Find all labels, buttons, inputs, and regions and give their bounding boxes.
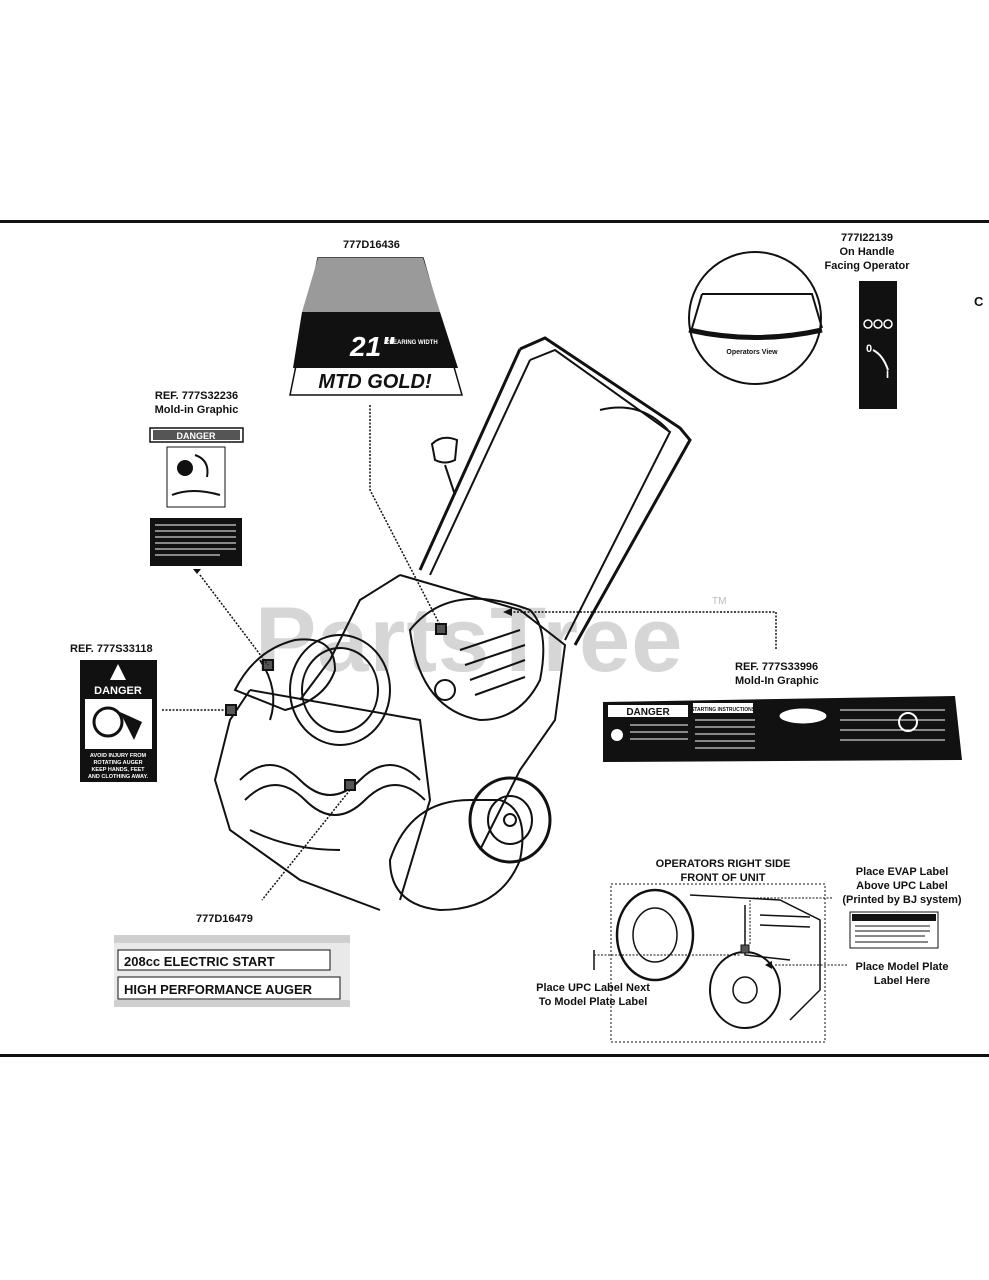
callout-model-plate-line-1: Place Model Plate — [855, 961, 949, 973]
top-border-rule — [0, 220, 989, 223]
handle-view-circle: Operators View — [688, 251, 823, 385]
callout-edge-cut: C — [974, 294, 984, 309]
side-danger-text-3: KEEP HANDS, FEET — [91, 767, 145, 773]
chute-decal: 208cc ELECTRIC START HIGH PERFORMANCE AU… — [114, 935, 350, 1007]
callout-model-plate: Place Model Plate Label Here — [842, 960, 962, 988]
callout-handle-line-2: On Handle — [839, 246, 895, 258]
callout-handle-line-3: Facing Operator — [824, 260, 910, 272]
callout-operators-side-line-1: OPERATORS RIGHT SIDE — [655, 858, 791, 870]
handle-control-decal: 0 I — [859, 281, 897, 409]
callout-upc-label-line-1: Place UPC Label Next — [536, 982, 650, 994]
callout-handle: 777I22139 On Handle Facing Operator — [823, 231, 911, 273]
side-danger-text-4: AND CLOTHING AWAY. — [88, 774, 149, 780]
top-decal-brand: MTD GOLD! — [318, 371, 432, 393]
side-danger-text-2: ROTATING AUGER — [93, 760, 142, 766]
callout-ref-panel-line-1: REF. 777S33996 — [735, 661, 819, 673]
danger-decal-small: DANGER — [149, 427, 244, 574]
inset-front-view — [593, 883, 848, 1043]
callout-ref-danger-left-line-2: Mold-in Graphic — [154, 404, 239, 416]
callout-evap-label: Place EVAP Label Above UPC Label (Printe… — [832, 865, 972, 907]
top-decal: 21" CLEARING WIDTH MTD GOLD! — [289, 257, 463, 396]
callout-chute-decal: 777D16479 — [196, 913, 253, 925]
callout-ref-danger-left-line-1: REF. 777S32236 — [154, 390, 239, 402]
side-danger-header: DANGER — [94, 685, 142, 697]
callout-evap-label-line-1: Place EVAP Label — [855, 866, 949, 878]
side-danger-text-1: AVOID INJURY FROM — [90, 753, 147, 759]
side-danger-decal: DANGER AVOID INJURY FROM ROTATING AUGER … — [80, 660, 157, 782]
danger-decal-small-header: DANGER — [176, 431, 216, 441]
leader-arrow-panel — [503, 608, 512, 616]
top-decal-sub: CLEARING WIDTH — [385, 340, 438, 346]
handle-view-label: Operators View — [726, 349, 778, 356]
watermark-trademark: TM — [712, 596, 727, 607]
callout-operators-side-line-2: FRONT OF UNIT — [680, 872, 766, 884]
svg-text:I: I — [886, 369, 889, 381]
chute-decal-line-1: 208cc ELECTRIC START — [124, 954, 275, 969]
watermark: PartsTree — [255, 589, 684, 691]
evap-upc-label — [849, 911, 939, 949]
panel-decal: DANGER STARTING INSTRUCTIONS — [603, 696, 962, 762]
callout-evap-label-line-3: (Printed by BJ system) — [842, 894, 962, 906]
callout-operators-side: OPERATORS RIGHT SIDE FRONT OF UNIT — [636, 857, 810, 885]
callout-model-plate-line-2: Label Here — [873, 975, 931, 987]
panel-danger-header: DANGER — [626, 707, 670, 718]
top-decal-number: 21" — [349, 331, 395, 362]
svg-text:0: 0 — [866, 343, 872, 355]
callout-upc-label-line-2: To Model Plate Label — [538, 996, 648, 1008]
snowblower-illustration — [213, 336, 692, 912]
callout-ref-panel-line-2: Mold-In Graphic — [735, 675, 819, 687]
leader-lines — [162, 405, 777, 901]
callout-handle-line-1: 777I22139 — [841, 232, 893, 244]
callout-top-decal: 777D16436 — [343, 239, 400, 251]
callout-upc-label: Place UPC Label Next To Model Plate Labe… — [520, 981, 666, 1009]
callout-ref-side-danger: REF. 777S33118 — [70, 643, 153, 655]
panel-starting-label: STARTING INSTRUCTIONS — [691, 707, 756, 713]
bottom-border-rule — [0, 1054, 989, 1057]
callout-ref-panel: REF. 777S33996 Mold-In Graphic — [735, 660, 819, 688]
callout-ref-danger-left: REF. 777S32236 Mold-in Graphic — [134, 389, 259, 417]
callout-evap-label-line-2: Above UPC Label — [856, 880, 948, 892]
chute-decal-line-2: HIGH PERFORMANCE AUGER — [124, 982, 313, 997]
